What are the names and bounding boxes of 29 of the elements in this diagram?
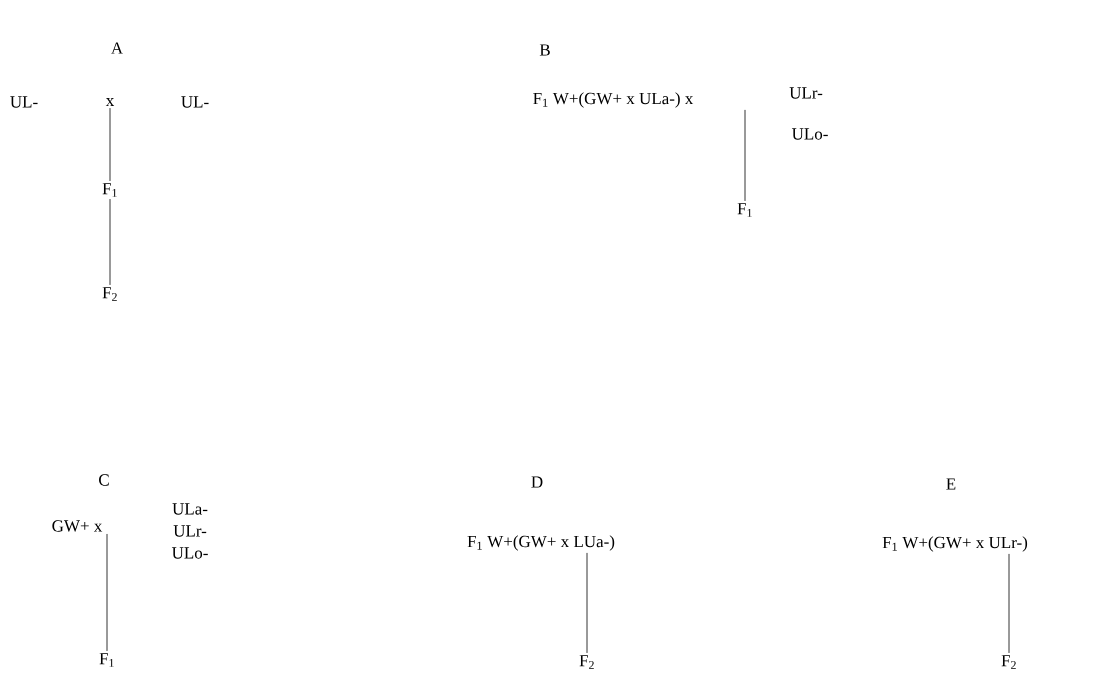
panel-letter: D	[531, 476, 543, 488]
generation-label: F$_{1}$ W+(GW+ x ULr-)	[882, 536, 1028, 552]
parent-label: UL-	[10, 96, 38, 108]
generation-label: F$_{1}$	[102, 183, 117, 197]
panel-letter: C	[99, 474, 109, 486]
parent-label: ULo-	[171, 547, 208, 559]
parent-label: ULo-	[791, 128, 828, 140]
generation-label: F$_{1}$ W+(GW+ x LUa-)	[467, 535, 615, 551]
generation-label: x	[105, 98, 115, 106]
panel-letter: A	[111, 42, 123, 54]
parent-label: ULa-	[172, 503, 208, 515]
descent-line	[109, 107, 111, 182]
panel-letter: B	[539, 44, 550, 56]
descent-line	[106, 533, 108, 652]
generation-label: F$_{1}$	[737, 203, 752, 217]
generation-label: F$_{2}$	[102, 287, 117, 301]
generation-label: F$_{2}$	[1001, 655, 1016, 669]
generation-label: GW+ x	[52, 520, 103, 532]
panel-letter: E	[946, 478, 956, 490]
descent-line	[586, 552, 588, 654]
parent-label: UL-	[181, 96, 209, 108]
generation-label: F$_{1}$	[99, 653, 114, 667]
generation-label: F$_{2}$	[579, 655, 594, 669]
parent-label: ULr-	[173, 525, 207, 537]
descent-line	[744, 109, 746, 202]
parent-label: ULr-	[789, 87, 823, 99]
descent-line	[109, 198, 111, 286]
descent-line	[1008, 553, 1010, 654]
generation-label: F$_{1}$ W+(GW+ x ULa-) x	[533, 92, 694, 108]
